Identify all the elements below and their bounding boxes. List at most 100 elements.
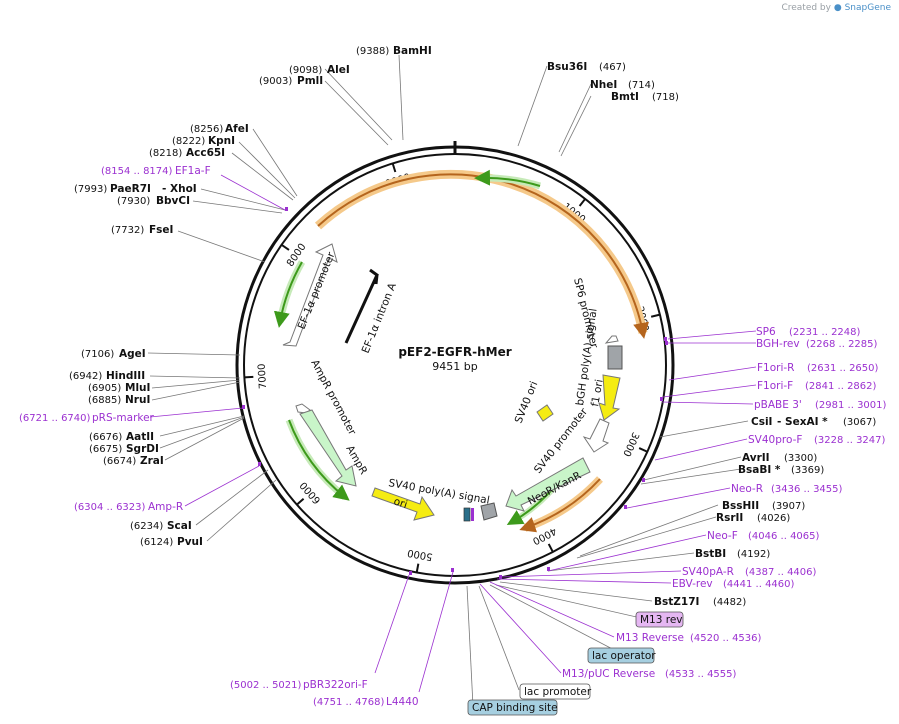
enzyme-labels: (9388) BamHI (9098) AleI (9003) PmlI Bsu… <box>69 45 876 608</box>
lac-promoter-box[interactable] <box>519 683 591 700</box>
primer-range: (4441 .. 4460) <box>723 579 795 590</box>
orange-feature-arc <box>317 173 649 339</box>
primer-name[interactable]: Amp-R <box>148 501 183 513</box>
enzyme-name[interactable]: AvrII <box>742 452 770 464</box>
enzyme-pos: (8222) <box>172 136 205 147</box>
primer-marks <box>242 207 668 579</box>
enzyme-name[interactable]: BsaBI * <box>738 464 781 476</box>
cap-site-box <box>463 507 471 522</box>
enzyme-pos: (718) <box>652 92 679 103</box>
enzyme-pos: (9098) <box>289 65 322 76</box>
primer-range: (2231 .. 2248) <box>789 327 861 338</box>
enzyme-name[interactable]: BssHII <box>722 500 759 512</box>
cap-binding-site-box[interactable] <box>467 699 558 716</box>
scale-tick-label: 5000 <box>407 547 434 562</box>
primer-range: (4520 .. 4536) <box>690 633 762 644</box>
ef1a-intron-label: EF-1α intron A <box>360 281 399 356</box>
enzyme-extra[interactable]: - XhoI <box>162 183 197 195</box>
green-arrow-top <box>474 169 541 187</box>
ef1a-intron-bar <box>344 268 379 344</box>
primer-range: (4387 .. 4406) <box>745 567 817 578</box>
primer-name[interactable]: pRS-marker <box>92 412 155 424</box>
enzyme-pos: (4026) <box>757 513 790 524</box>
primer-name[interactable]: F1ori-F <box>757 380 793 392</box>
enzyme-name[interactable]: CsiI <box>751 416 772 428</box>
enzyme-name[interactable]: RsrII <box>716 512 743 524</box>
primer-range: (4046 .. 4065) <box>748 531 820 542</box>
primer-name[interactable]: M13 Reverse <box>616 632 684 644</box>
enzyme-name[interactable]: SgrDI <box>126 443 159 455</box>
sv40-ori-label: SV40 ori <box>513 380 541 425</box>
boxed-feature-labels: M13 rev lac operator lac promoter CAP bi… <box>467 611 684 716</box>
credit-prefix: Created by <box>781 3 831 13</box>
m13-rev-label: M13 rev <box>640 614 683 626</box>
primer-range: (2268 .. 2285) <box>806 339 878 350</box>
enzyme-name[interactable]: AleI <box>327 64 350 76</box>
enzyme-name[interactable]: ZraI <box>140 455 164 467</box>
enzyme-name[interactable]: AatII <box>126 431 154 443</box>
enzyme-pos: (7930) <box>117 196 150 207</box>
sv40-polya-box <box>480 502 498 521</box>
enzyme-name[interactable]: PaeR7I <box>110 183 151 195</box>
enzyme-name[interactable]: Bsu36I <box>547 61 587 73</box>
lac-promoter-label: lac promoter <box>524 686 592 698</box>
scale-tick <box>296 497 305 506</box>
primer-range: (5002 .. 5021) <box>230 680 302 691</box>
enzyme-name[interactable]: HindIII <box>106 370 145 382</box>
scale-tick <box>650 313 661 318</box>
enzyme-name[interactable]: BbvCI <box>156 195 190 207</box>
enzyme-name[interactable]: NruI <box>125 394 150 406</box>
m13-rev-box[interactable] <box>635 611 684 628</box>
enzyme-pos: (7993) <box>74 184 107 195</box>
enzyme-name[interactable]: BamHI <box>393 45 432 57</box>
enzyme-name[interactable]: FseI <box>149 224 173 236</box>
enzyme-name[interactable]: ScaI <box>167 520 192 532</box>
enzyme-name[interactable]: NheI <box>590 79 617 91</box>
primer-name[interactable]: M13/pUC Reverse <box>562 668 655 680</box>
enzyme-extra[interactable]: - SexAI * <box>777 416 828 428</box>
enzyme-name[interactable]: PmlI <box>297 75 323 87</box>
primer-name[interactable]: Neo-R <box>731 483 763 495</box>
enzyme-name[interactable]: BstZ17I <box>654 596 699 608</box>
lac-operator-box[interactable] <box>587 647 655 664</box>
f1-ori-label: f1 ori <box>589 378 606 407</box>
enzyme-name[interactable]: KpnI <box>208 135 235 147</box>
enzyme-name[interactable]: AgeI <box>119 348 146 360</box>
primer-name[interactable]: EF1a-F <box>175 165 211 177</box>
enzyme-pos: (8256) <box>190 124 223 135</box>
primer-range: (8154 .. 8174) <box>101 166 173 177</box>
primer-name[interactable]: SV40pro-F <box>748 434 802 446</box>
scale-tick-label: 7000 <box>257 363 269 389</box>
snapgene-logo: ● <box>833 3 842 13</box>
enzyme-name[interactable]: BstBI <box>695 548 726 560</box>
primer-range: (4751 .. 4768) <box>313 697 385 708</box>
enzyme-pos: (714) <box>628 80 655 91</box>
enzyme-pos: (6234) <box>130 521 163 532</box>
ori-label: ori <box>392 495 409 511</box>
enzyme-name[interactable]: MluI <box>125 382 150 394</box>
enzyme-pos: (8218) <box>149 148 182 159</box>
enzyme-name[interactable]: BmtI <box>611 91 639 103</box>
primer-name[interactable]: F1ori-R <box>757 362 794 374</box>
sv40-ori-box <box>536 404 554 422</box>
green-feature-halo-left <box>276 260 306 323</box>
primer-name[interactable]: BGH-rev <box>756 338 800 350</box>
enzyme-pos: (4482) <box>713 597 746 608</box>
enzyme-name[interactable]: PvuI <box>177 536 203 548</box>
primer-name[interactable]: L4440 <box>386 696 419 708</box>
f1-ori-arrow <box>598 374 621 421</box>
primer-name[interactable]: pBABE 3' <box>754 399 802 411</box>
primer-name[interactable]: SV40pA-R <box>682 566 734 578</box>
enzyme-name[interactable]: Acc65I <box>186 147 225 159</box>
primer-name[interactable]: SP6 <box>756 326 776 338</box>
scale-tick <box>281 243 290 251</box>
primer-range: (6721 .. 6740) <box>19 413 91 424</box>
plasmid-size: 9451 bp <box>432 360 477 373</box>
primer-name[interactable]: Neo-F <box>707 530 738 542</box>
primer-name[interactable]: EBV-rev <box>672 578 713 590</box>
enzyme-name[interactable]: AfeI <box>225 123 249 135</box>
plasmid-name: pEF2-EGFR-hMer <box>398 345 511 359</box>
primer-name[interactable]: pBR322ori-F <box>303 679 368 691</box>
scale-tick-label: 6000 <box>298 479 323 505</box>
scale-tick <box>391 163 397 173</box>
